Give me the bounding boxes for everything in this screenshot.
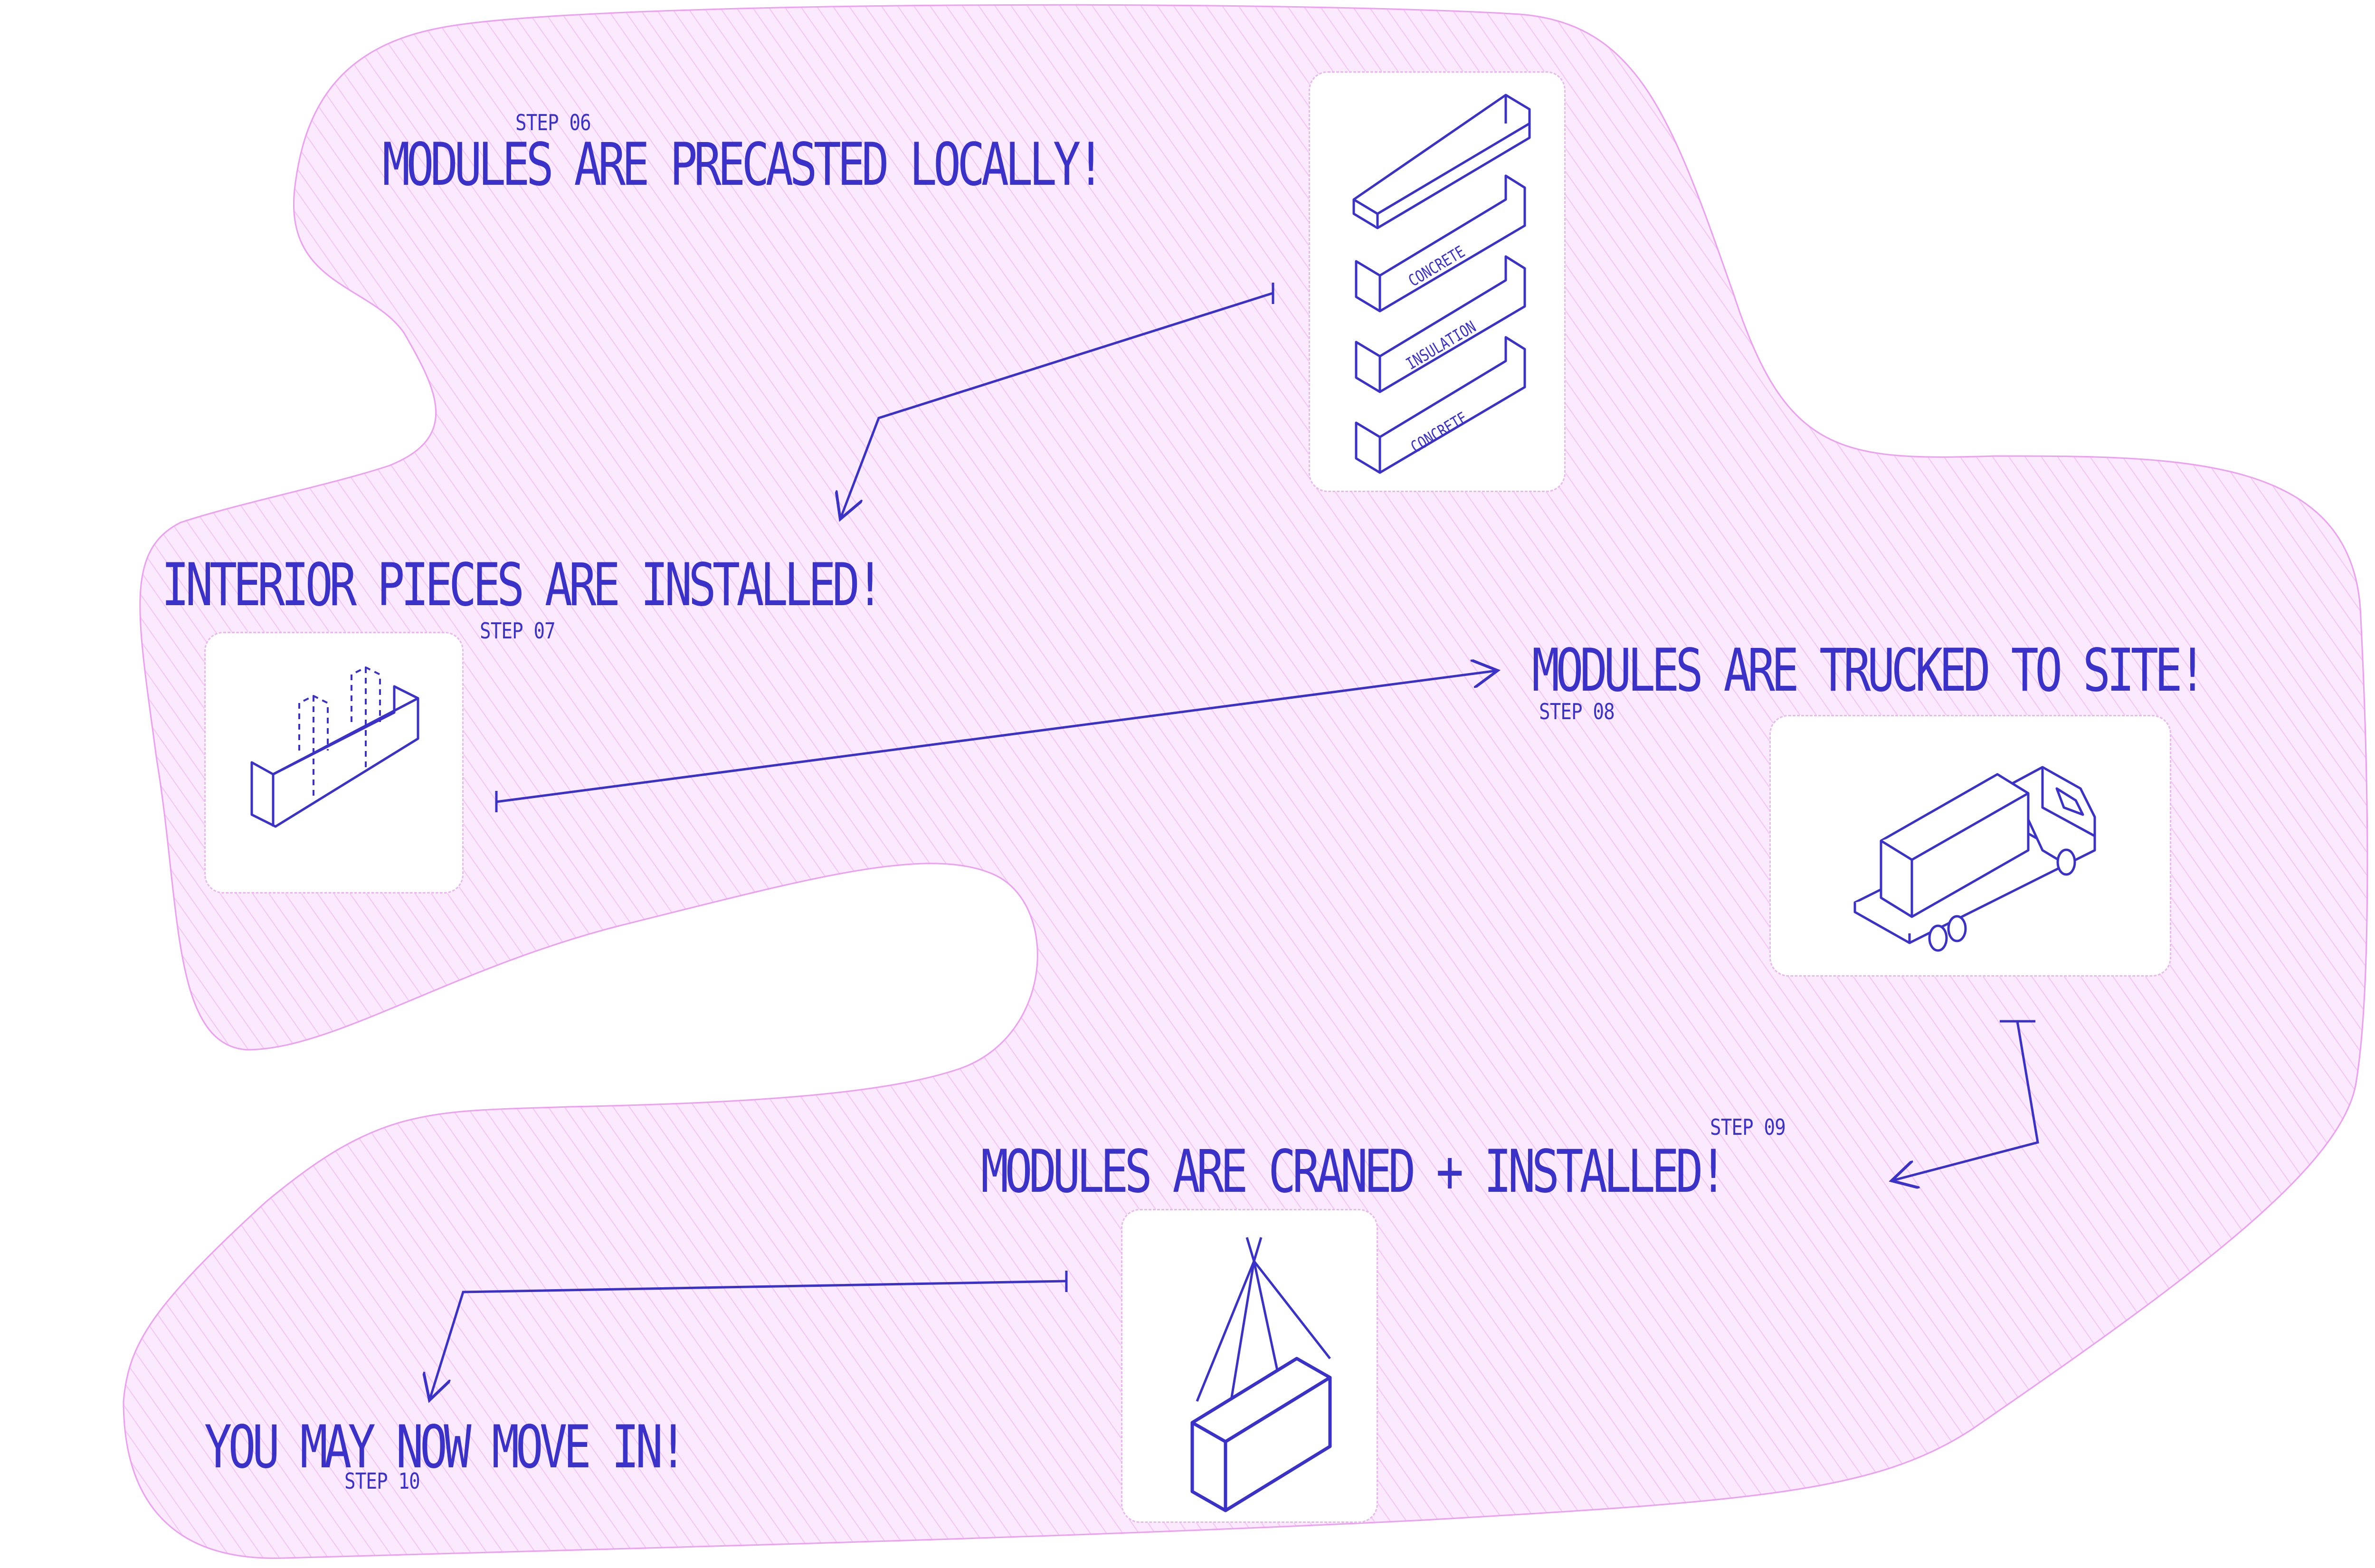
connector-06-to-07	[841, 283, 1274, 518]
background-blob	[123, 4, 2368, 1559]
card-step-07	[204, 632, 464, 893]
connector-08-to-09	[1893, 1020, 2039, 1180]
step-09-title: MODULES ARE CRANED + INSTALLED!	[981, 1138, 1727, 1206]
step-06-number: STEP 06	[515, 110, 591, 135]
connector-09-to-10	[430, 1271, 1068, 1399]
step-09-number: STEP 09	[1710, 1114, 1786, 1140]
connector-07-to-08	[495, 671, 1496, 812]
step-06-title: MODULES ARE PRECASTED LOCALLY!	[382, 131, 1105, 199]
step-07-number: STEP 07	[480, 618, 556, 644]
card-step-08	[1769, 715, 2171, 977]
step-10-title: YOU MAY NOW MOVE IN!	[204, 1413, 687, 1482]
step-08-number: STEP 08	[1539, 699, 1615, 724]
card-step-09	[1121, 1209, 1378, 1523]
step-07-title: INTERIOR PIECES ARE INSTALLED!	[162, 551, 884, 619]
step-10-number: STEP 10	[344, 1468, 420, 1494]
step-08-title: MODULES ARE TRUCKED TO SITE!	[1532, 637, 2206, 705]
